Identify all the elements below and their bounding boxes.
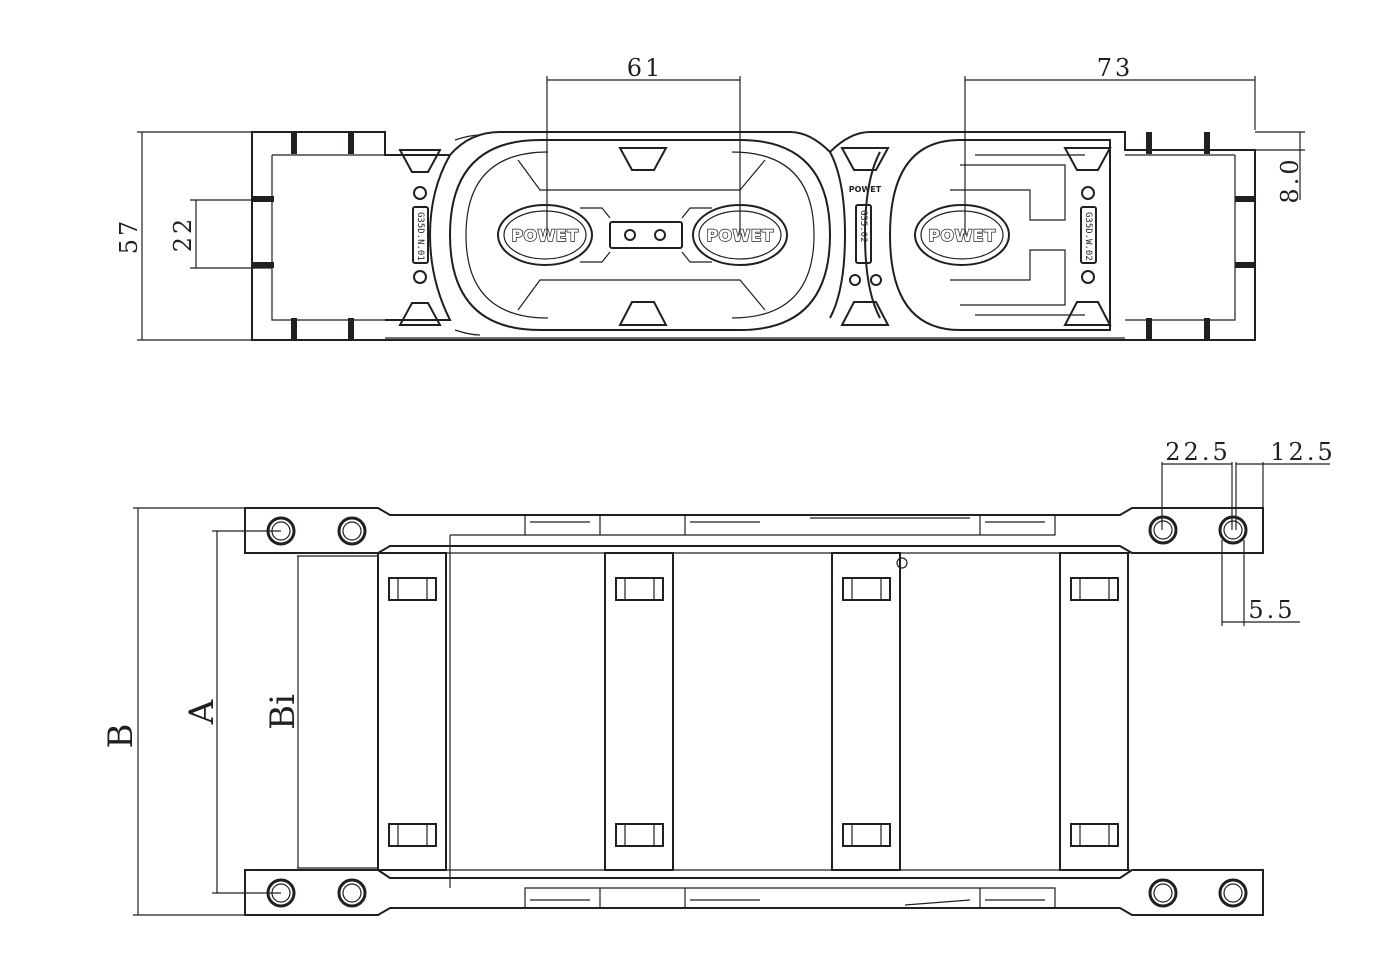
dim-B: B — [101, 507, 245, 916]
part-code-left: G35D.N.01 — [415, 212, 425, 261]
rivet-holes — [413, 186, 1095, 286]
brand-logo-3: POWET — [914, 204, 1010, 266]
dim-57: 57 — [115, 131, 252, 341]
crossbar-slots — [388, 577, 1119, 847]
brand-text-3: POWET — [928, 226, 995, 245]
dim-8: 8.0 — [1235, 131, 1305, 204]
bottom-side-band — [244, 869, 1264, 916]
side-view: B A Bi 22.5 12.5 — [101, 438, 1335, 916]
brand-logo-1: POWET — [497, 204, 593, 266]
edge-notches — [252, 132, 1255, 340]
double-pocket-inner — [465, 151, 815, 319]
crossbars — [377, 552, 1129, 871]
top-view: G35D.N.01 G35.02 G35D.W.02 POWET POWET P… — [115, 54, 1305, 341]
dim-8-label: 8.0 — [1276, 156, 1304, 203]
brand-text-2: POWET — [706, 226, 773, 245]
top-view-outline — [251, 131, 1256, 341]
double-pocket-outer — [448, 139, 832, 331]
dim-A: A — [182, 530, 281, 894]
dim-A-label: A — [182, 699, 222, 725]
dim-73-label: 73 — [1097, 54, 1134, 82]
dim-12-5: 12.5 — [1235, 438, 1335, 530]
dim-22-5-label: 22.5 — [1165, 438, 1230, 466]
center-bridge — [609, 221, 683, 249]
triangle-lugs — [398, 147, 1112, 326]
part-code-right: G35D.W.02 — [1083, 212, 1093, 261]
dim-57-label: 57 — [115, 218, 143, 255]
mounting-holes — [266, 515, 1248, 908]
top-view-inner-outline — [271, 154, 1236, 321]
dim-12-5-label: 12.5 — [1270, 438, 1335, 466]
part-code-mid: G35.02 — [858, 210, 868, 243]
brand-text-small: POWET — [849, 185, 882, 194]
top-side-band — [244, 507, 1264, 554]
dim-61: 61 — [546, 54, 741, 235]
dim-B-label: B — [101, 724, 141, 749]
dim-73: 73 — [964, 54, 1256, 235]
dim-5-5-label: 5.5 — [1248, 596, 1295, 624]
mid-separator — [829, 151, 881, 319]
dim-22-label: 22 — [169, 216, 197, 253]
dim-22-5: 22.5 — [1161, 438, 1233, 530]
pivot-marker — [896, 557, 908, 569]
dim-Bi: Bi — [263, 555, 378, 869]
dim-Bi-label: Bi — [263, 694, 303, 730]
single-pocket-outer — [888, 139, 1111, 331]
dim-5-5: 5.5 — [1221, 540, 1300, 626]
dim-61-label: 61 — [627, 54, 664, 82]
left-separator — [385, 154, 452, 321]
brand-text-1: POWET — [511, 226, 578, 245]
dim-22: 22 — [169, 199, 272, 269]
